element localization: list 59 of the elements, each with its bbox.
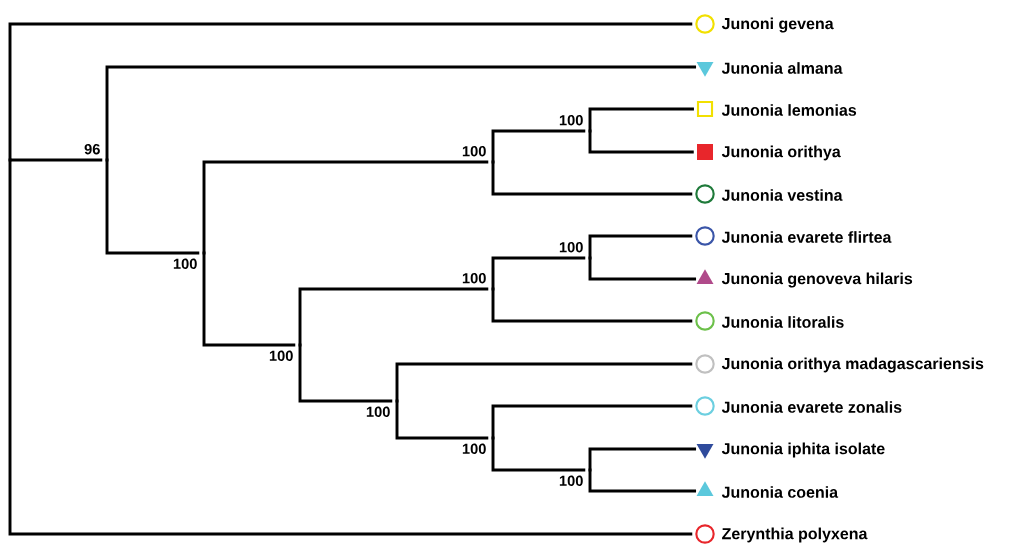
support-value: 100 bbox=[173, 258, 197, 269]
tree-branch bbox=[588, 258, 697, 281]
triangle-marker bbox=[696, 62, 714, 77]
support-value: 100 bbox=[559, 475, 583, 486]
taxon-label: Junonia vestina bbox=[721, 189, 843, 201]
circle-marker bbox=[695, 396, 715, 416]
support-value: 100 bbox=[462, 273, 486, 284]
circle-marker bbox=[695, 14, 715, 34]
support-value: 96 bbox=[84, 144, 100, 155]
triangle-marker bbox=[696, 481, 714, 496]
support-value: 100 bbox=[462, 443, 486, 454]
tree-branch bbox=[10, 158, 103, 162]
taxon-label: Junonia orithya bbox=[721, 145, 841, 161]
taxon-label: Junonia litoralis bbox=[721, 316, 844, 328]
tree-branch bbox=[588, 234, 693, 258]
tree-branch bbox=[491, 289, 693, 323]
tree-branch bbox=[395, 362, 693, 401]
tree-branch bbox=[8, 160, 693, 536]
circle-marker bbox=[695, 524, 715, 544]
support-value: 100 bbox=[559, 115, 583, 126]
tree-branch bbox=[202, 253, 296, 347]
square-marker bbox=[696, 100, 714, 118]
support-value: 100 bbox=[366, 406, 390, 417]
tree-branch bbox=[491, 129, 586, 162]
taxon-label: Junonia evarete zonalis bbox=[721, 401, 902, 413]
support-value: 100 bbox=[559, 242, 583, 253]
support-value: 100 bbox=[462, 146, 486, 157]
tree-branch bbox=[491, 256, 586, 289]
tree-branch bbox=[491, 162, 693, 196]
tree-branch bbox=[491, 404, 693, 438]
circle-marker bbox=[695, 354, 715, 374]
taxon-label: Junonia coenia bbox=[721, 486, 839, 498]
circle-marker bbox=[695, 226, 715, 246]
triangle-marker bbox=[696, 444, 714, 459]
tree-branch bbox=[491, 438, 586, 472]
tree-branch bbox=[588, 131, 694, 154]
taxon-label: Junonia lemonias bbox=[721, 104, 857, 116]
tree-branch bbox=[395, 401, 489, 440]
support-value: 100 bbox=[269, 350, 293, 361]
tree-branch bbox=[202, 160, 489, 253]
tree-branch bbox=[105, 65, 697, 160]
taxon-label: Junonia genoveva hilaris bbox=[721, 272, 913, 288]
tree-branch bbox=[298, 345, 393, 403]
circle-marker bbox=[695, 184, 715, 204]
taxon-label: Junonia iphita isolate bbox=[721, 442, 885, 458]
taxon-label: Junonia evarete flirtea bbox=[721, 231, 892, 243]
taxon-label: Junonia almana bbox=[721, 62, 843, 74]
taxon-label: Junonia orithya madagascariensis bbox=[721, 357, 984, 373]
tree-branch bbox=[8, 22, 693, 160]
square-marker bbox=[697, 144, 713, 160]
triangle-marker bbox=[696, 269, 714, 284]
circle-marker bbox=[695, 311, 715, 331]
taxon-label: Junoni gevena bbox=[721, 17, 834, 33]
tree-branch bbox=[588, 470, 697, 493]
tree-branch bbox=[588, 107, 694, 131]
taxon-label: Zerynthia polyxena bbox=[722, 527, 868, 543]
tree-branch bbox=[588, 447, 697, 470]
tree-branch bbox=[298, 287, 489, 345]
tree-branch bbox=[105, 160, 200, 255]
